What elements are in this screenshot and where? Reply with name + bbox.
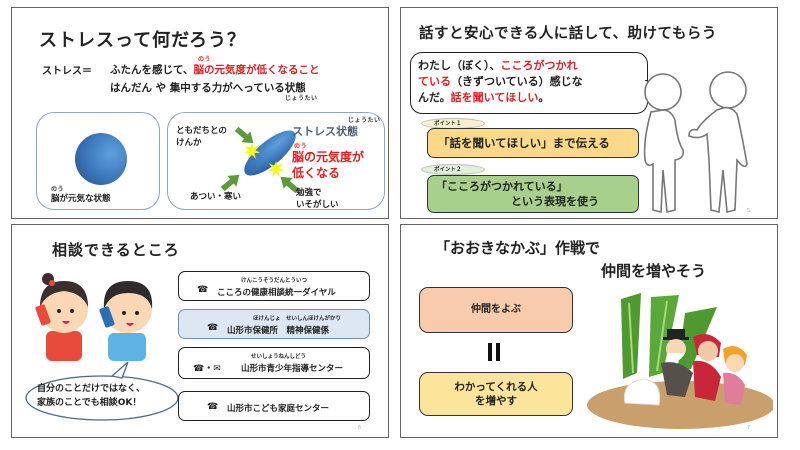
ruby-nou: のう [51,186,65,193]
contact-ruby: せいしょうねんしどう [251,354,307,360]
phone-icon: ☎ [197,285,209,295]
contact-kodomo-katei[interactable]: ☎ 山形市こども家庭センター [178,391,370,421]
slide-talk-to-someone[interactable]: 話すと安心できる人に話して、助けてもらう わたし（ぼく）、こころがつかれ ている… [400,7,778,219]
slide-title: 話すと安心できる人に話して、助けてもらう [419,26,717,42]
ruby-nou: のう [198,56,212,63]
slide-title: ストレスって何だろう？ [39,30,247,51]
two-people-illustration [643,71,748,214]
slide-consultation-places[interactable]: 相談できるところ 自分のことだけではなく、 家族のことでも相談OK！ ☎ けんこ… [11,224,389,438]
slide-title: 相談できるところ [52,241,180,259]
page-number: 5 [747,208,751,214]
healthy-brain-caption: 脳が元気な状態 [51,194,111,204]
cause-friend: ともだちとの けんか [176,126,227,148]
speech-balloon-text: 自分のことだけではなく、 家族のことでも相談OK！ [37,384,146,408]
point-2-tag: ポイント２ [421,164,485,175]
speech-bubble: わたし（ぼく）、こころがつかれ ている（きずついている）感じな んだ。話を聞いて… [410,52,648,114]
equals-sign [488,343,500,361]
brain-low-label: 脳の元気度が 低くなる [292,150,365,180]
increase-understanding-box: わかってくれる人 を増やす [419,372,573,416]
phone-mail-icon: ☎・✉ [193,364,221,374]
stress-state-label: ストレス状態 [292,125,358,138]
definition-line-1: ふたんを感じて、脳の元気度が低くなること [110,64,320,76]
page-number: 6 [358,425,362,431]
ruby-nou: のう [294,143,308,150]
slide-big-turnip-strategy[interactable]: 「おおきなかぶ」作戦で 仲間を増やそう 仲間をよぶ わかってくれる人 を増やす … [400,224,778,438]
contact-hokenjo[interactable]: ☎ ほけんじょ せいしんほけんがかり 山形市保健所 精神保健係 [178,309,370,339]
phone-icon: ☎ [207,323,219,333]
contact-seishounen[interactable]: ☎・✉ せいしょうねんしどう 山形市青少年指導センター [178,347,370,379]
definition-highlight: 脳の元気度が低くなること [193,64,320,76]
phone-icon: ☎ [207,402,219,412]
healthy-brain-icon [75,133,127,185]
contact-name: 山形市青少年指導センター [241,364,344,374]
contact-name: 山形市こども家庭センター [227,404,330,414]
slide-what-is-stress[interactable]: ストレスって何だろう？ ストレス＝ のう ふたんを感じて、脳の元気度が低くなるこ… [11,7,389,219]
big-turnip-illustration [587,293,773,429]
healthy-brain-panel: のう 脳が元気な状態 [36,112,160,210]
contact-name: 山形市保健所 精神保健係 [227,326,330,336]
contact-ruby: けんこうそうだんとういつ [241,278,308,284]
contact-name: こころの健康相談統一ダイヤル [217,288,336,298]
point-2-box: 「こころがつかれている」 という表現を使う [427,175,639,213]
kids-on-phone-illustration [35,273,153,361]
call-friends-box: 仲間をよぶ [419,287,573,333]
slide-title-line-2: 仲間を増やそう [601,262,707,280]
page-number: 7 [747,425,751,431]
slide-title-line-1: 「おおきなかぶ」作戦で [435,239,601,257]
contact-ruby: ほけんじょ せいしんほけんがかり [253,316,342,322]
ruby-joutai: じょうたい [348,117,381,124]
cause-study: 勉強で いそがしい [296,188,339,210]
definition-label: ストレス＝ [42,66,92,77]
stress-brain-panel: ともだちとの けんか あつい・寒い 勉強で いそがしい じょうたい ストレス状態… [167,112,385,210]
ruby-joutai: じょうたい [285,95,318,102]
cause-weather: あつい・寒い [190,192,242,202]
definition-line-2: はんだん や 集中する力がへっている状態 [110,82,306,94]
point-1-box: 「話を聞いてほしい」まで伝える [427,128,639,158]
contact-kokoro-dial[interactable]: ☎ けんこうそうだんとういつ こころの健康相談統一ダイヤル [178,271,370,301]
arrow-icon [232,124,258,149]
